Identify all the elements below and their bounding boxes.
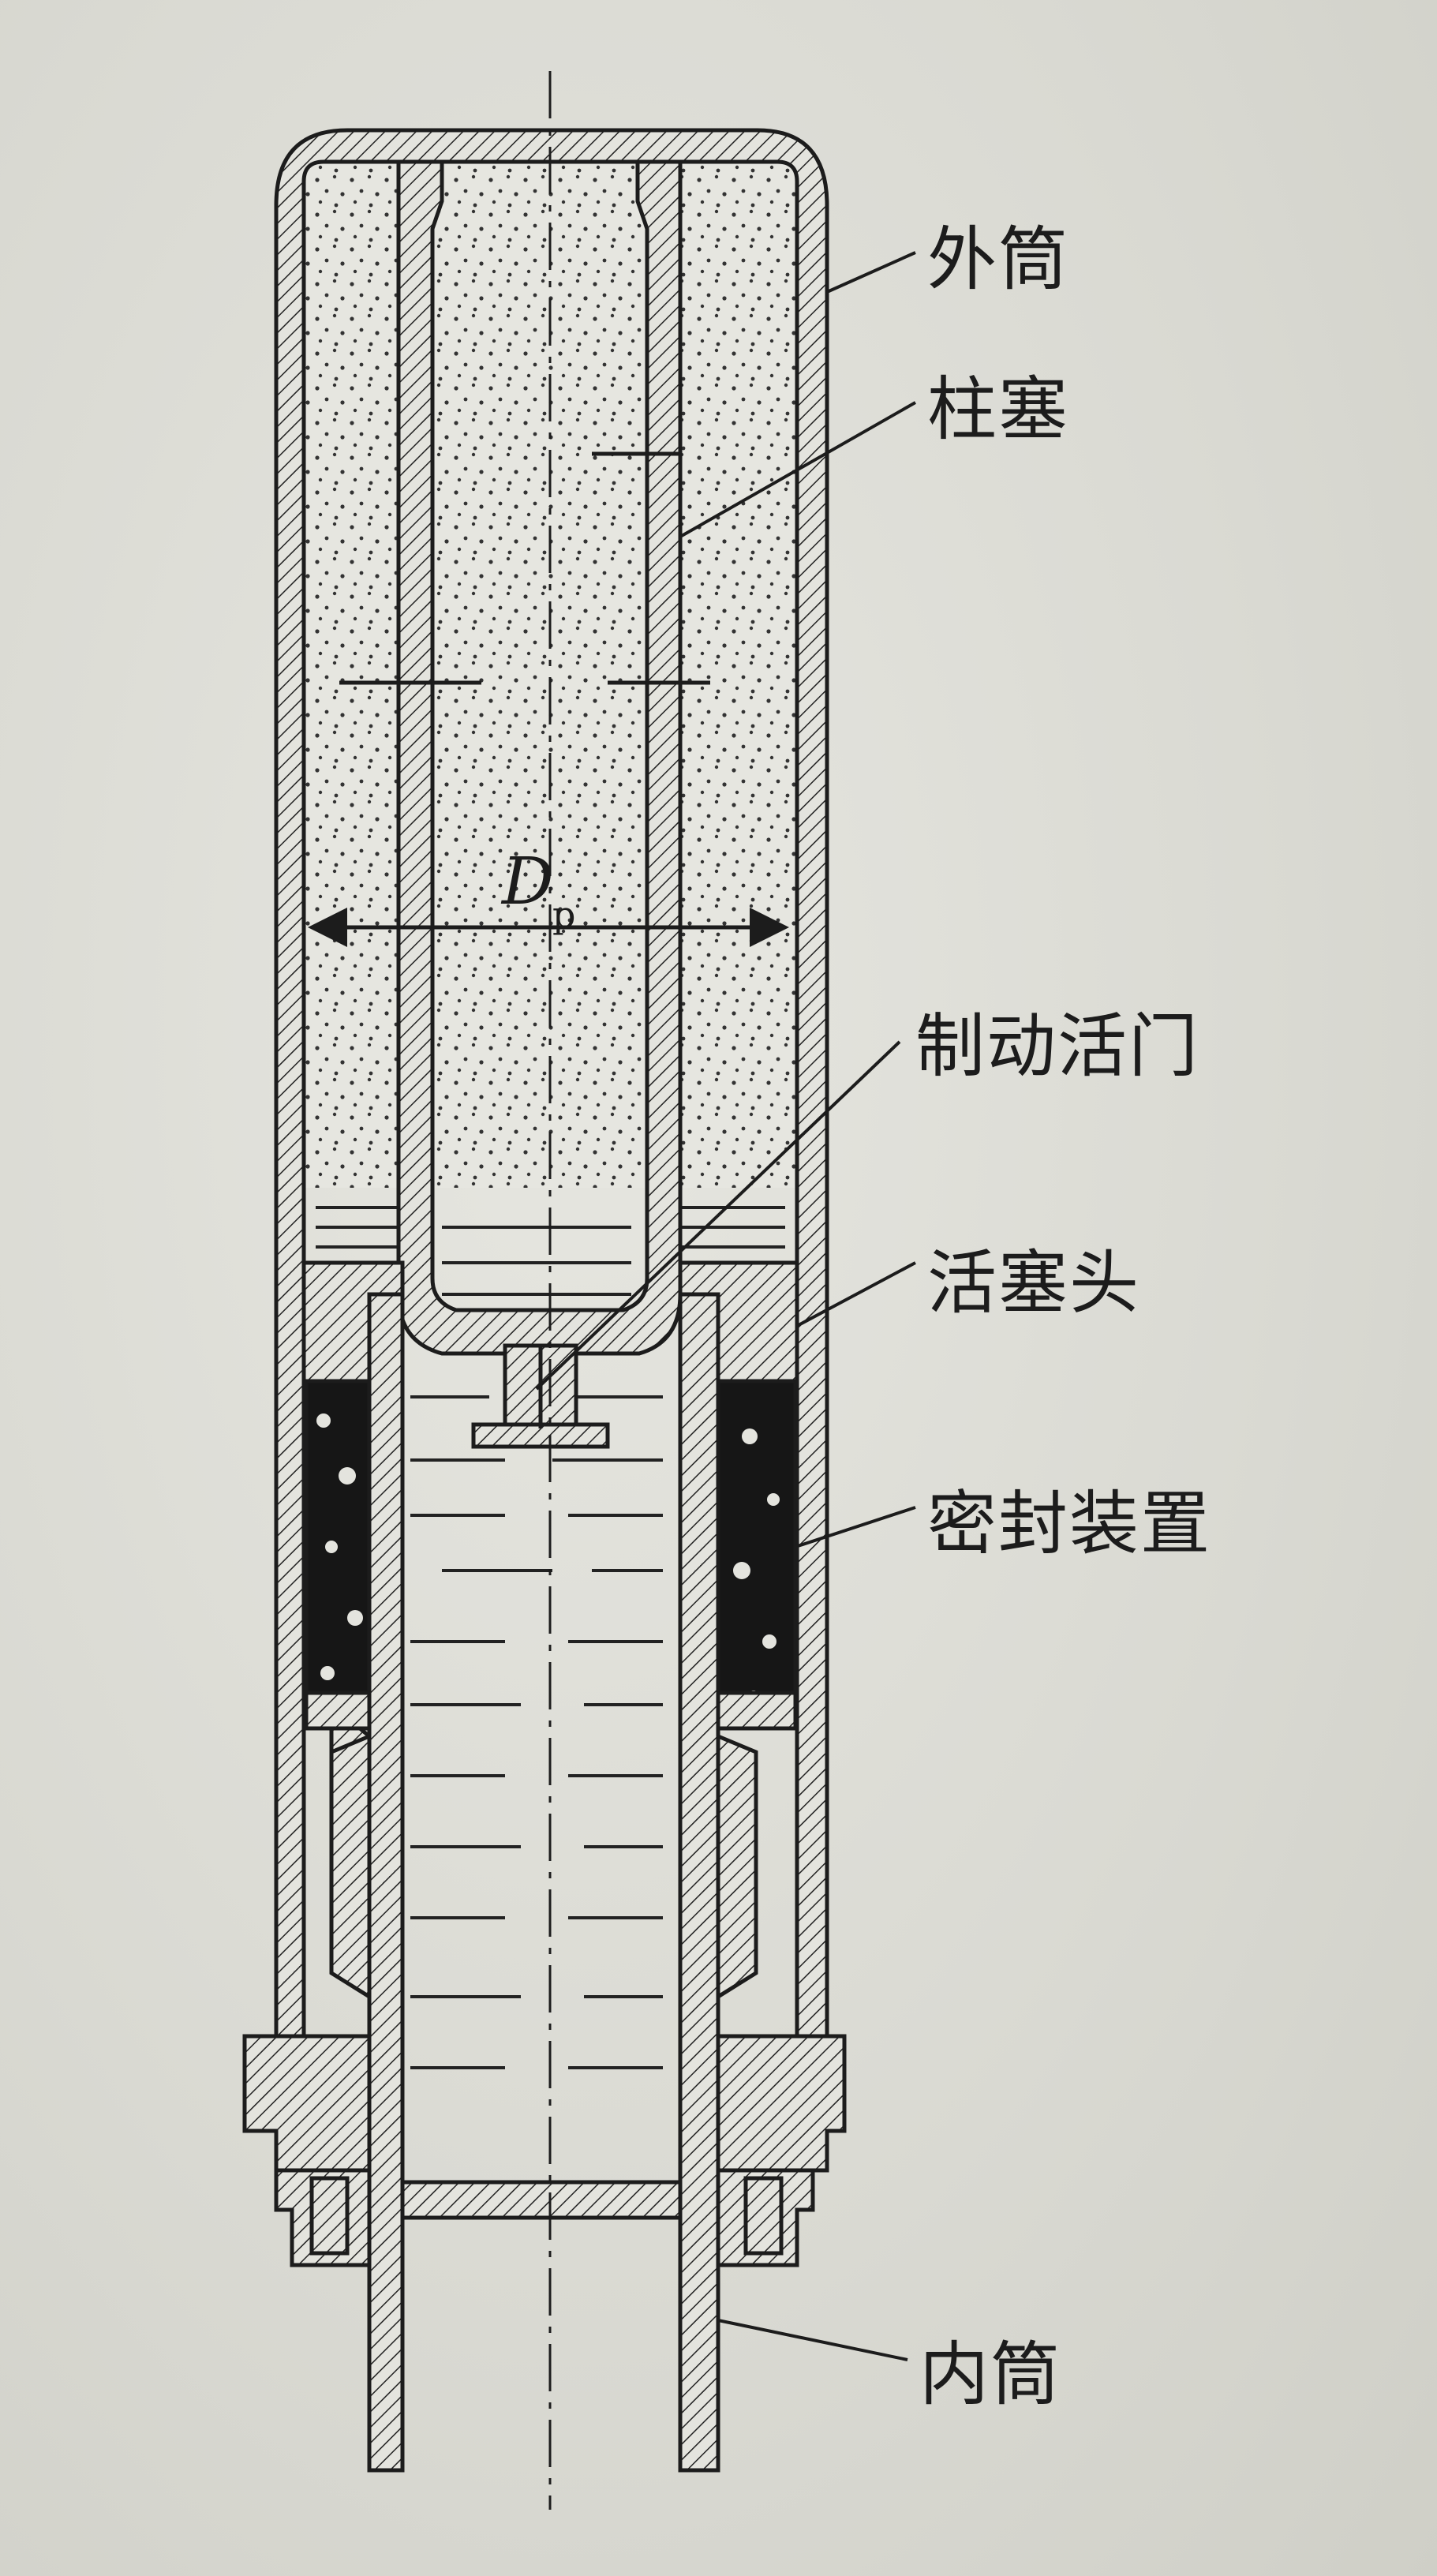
label-inner-cylinder: 内筒 xyxy=(919,2334,1062,2415)
plunger xyxy=(339,159,710,1356)
dimension-subscript: p xyxy=(552,893,575,936)
label-brake-valve: 制动活门 xyxy=(915,1005,1200,1087)
seal-device xyxy=(304,1379,798,1731)
dimension-dp: D p xyxy=(308,844,789,947)
label-piston-head: 活塞头 xyxy=(927,1242,1141,1324)
label-seal-device: 密封装置 xyxy=(927,1483,1212,1564)
inner-cylinder xyxy=(329,1292,758,2473)
label-outer-cylinder: 外筒 xyxy=(927,219,1070,300)
label-plunger: 柱塞 xyxy=(927,369,1070,450)
outer-cylinder xyxy=(274,128,829,2106)
end-gland xyxy=(242,2034,847,2267)
dimension-symbol: D xyxy=(500,844,554,919)
leader-lines xyxy=(535,251,916,2361)
